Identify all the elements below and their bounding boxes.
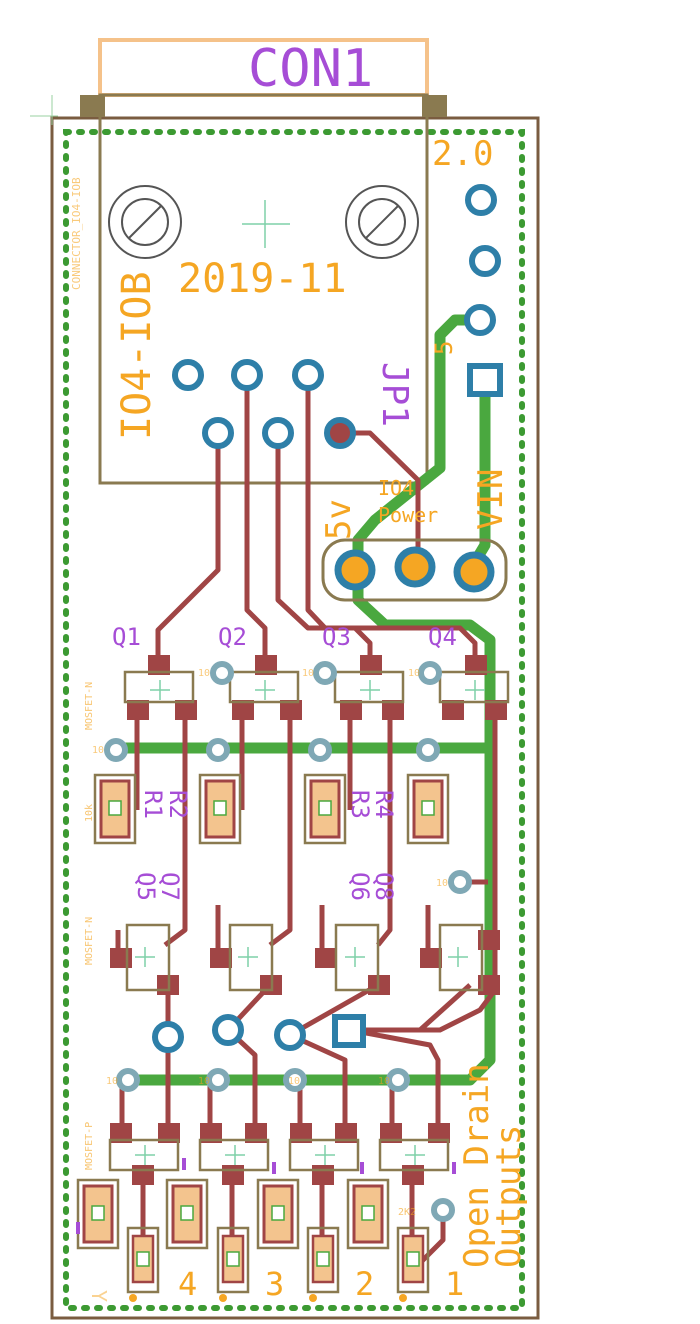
resistor-2k2-label: 2K2 [398,1207,416,1218]
resistor-row-top [93,773,450,845]
outputs-title-1: Open Drain [457,1063,497,1268]
board-module: IO4-IOB [114,271,160,440]
led-row [126,1226,430,1294]
transistor-centers [135,680,485,1165]
q4-label: Q4 [428,623,457,651]
resistor-row-bottom [76,1178,390,1250]
q7-label: Q7 [156,872,184,901]
r1-label: R1 [139,790,167,819]
jumper-pin-io4: IO4 [378,476,414,500]
jumper-name: JP1 [374,362,415,427]
pad-marks: 10 10 10 10 10 10 10 10 10 [92,668,448,1087]
q2-label: Q2 [218,623,247,651]
output-4: 4 [178,1265,197,1303]
r2-label: R2 [164,790,192,819]
connector-outline [98,93,429,485]
q1-label: Q1 [112,623,141,651]
mount-hole-left [108,185,182,259]
svg-text:10: 10 [92,745,104,756]
r4-label: R4 [370,790,398,819]
jumper-pin-vin: VIN [471,469,511,530]
vias [104,184,503,1222]
svg-text:10: 10 [288,1076,300,1087]
svg-text:10: 10 [198,1076,210,1087]
q8-label: Q8 [370,872,398,901]
output-2: 2 [355,1265,374,1303]
q5-label: Q5 [132,872,160,901]
resistor-10k-label: 10k [84,804,95,822]
pin5-label: 5 [430,341,458,355]
svg-text:10: 10 [106,1076,118,1087]
jp1-outline [321,538,508,602]
pin1-markers [76,1158,456,1234]
ground-stitching [63,129,525,1311]
board-outline [50,116,540,1320]
svg-text:10: 10 [436,878,448,889]
r3-label: R3 [346,790,374,819]
svg-text:10: 10 [408,668,420,679]
outputs-title-2: Outputs [489,1125,529,1268]
output-3: 3 [265,1265,284,1303]
output-1: 1 [445,1265,464,1303]
led-dots [129,1294,407,1302]
transistor-outlines [108,670,510,1172]
svg-text:10: 10 [378,1076,390,1087]
q6-label: Q6 [346,872,374,901]
connector-name: CON1 [248,39,373,99]
q3-label: Q3 [322,623,351,651]
connector-part: CONNECTOR_IO4-IOB [70,177,83,290]
origin-cross [242,200,290,248]
svg-text:10: 10 [198,668,210,679]
led-mark: Y [87,1290,111,1302]
board-version: 2.0 [432,134,493,174]
board-date: 2019-11 [178,256,347,302]
mosfet-p-label: MOSFET-P [84,1122,95,1170]
svg-text:10: 10 [302,668,314,679]
jumper-pin-5v: 5v [319,499,359,540]
mosfet-n-label-top: MOSFET-N [84,682,95,730]
jumper-pin-power: Power [378,503,438,527]
mount-hole-right [345,185,419,259]
mosfet-n-label-mid: MOSFET-N [84,917,95,965]
